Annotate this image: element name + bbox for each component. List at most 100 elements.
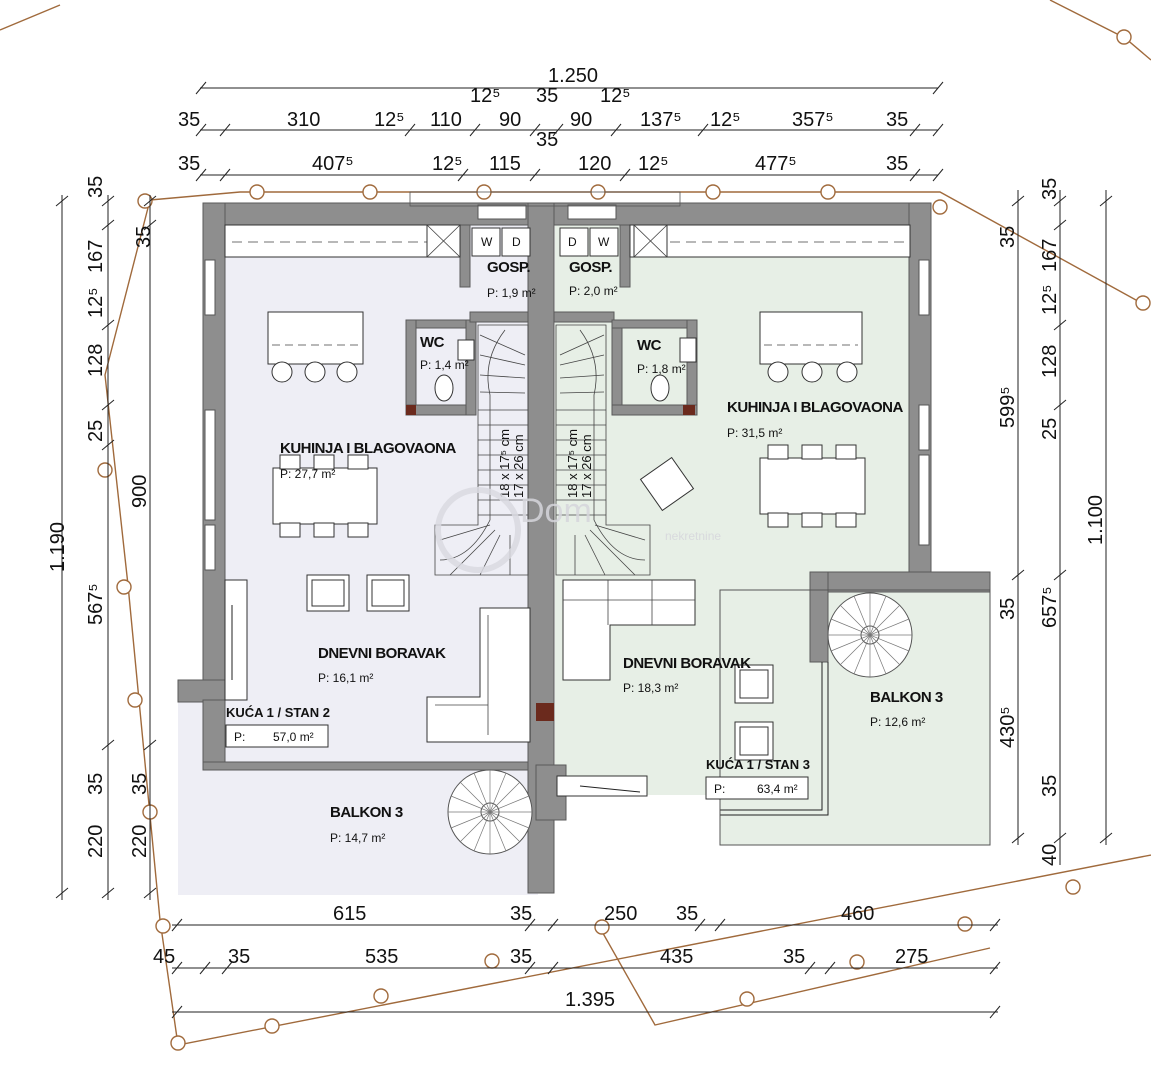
svg-text:25: 25 (1039, 418, 1061, 440)
svg-text:567⁵: 567⁵ (85, 583, 107, 625)
kitchen-right-name: KUHINJA I BLAGOVAONA (727, 399, 904, 416)
svg-text:1.100: 1.100 (1085, 495, 1107, 545)
svg-text:P:: P: (234, 730, 245, 744)
svg-text:120: 120 (578, 153, 611, 175)
living-right-area: P: 18,3 m² (623, 681, 678, 695)
svg-text:35: 35 (510, 946, 532, 968)
gosp-right-name: GOSP. (569, 259, 612, 276)
svg-text:657⁵: 657⁵ (1039, 586, 1061, 628)
svg-text:167: 167 (85, 240, 107, 273)
spiral-stair-right (827, 592, 913, 678)
svg-text:P:: P: (714, 782, 725, 796)
svg-text:128: 128 (85, 344, 107, 377)
svg-text:115: 115 (489, 153, 521, 175)
wc-left-area: P: 1,4 m² (420, 358, 469, 372)
dining-table-right (759, 444, 866, 528)
kitchen-left-area: P: 27,7 m² (280, 467, 335, 481)
wc-right-name: WC (637, 337, 662, 354)
svg-text:12⁵: 12⁵ (600, 85, 631, 107)
unit-box-right: KUĆA 1 / STAN 3 P: 63,4 m² (705, 757, 810, 800)
laundry-right: D W (559, 227, 619, 257)
svg-text:Dom: Dom (520, 492, 592, 530)
laundry-left: W D (471, 227, 531, 257)
sofa-left (426, 607, 531, 743)
svg-text:35: 35 (1039, 178, 1061, 200)
stairs-left: 18 x 17⁵ cm 17 x 26 cm (434, 324, 529, 576)
svg-text:900: 900 (129, 475, 151, 508)
svg-text:12⁵: 12⁵ (374, 109, 405, 131)
svg-text:18 x 17⁵ cm: 18 x 17⁵ cm (497, 429, 512, 498)
balcony-left-area: P: 14,7 m² (330, 831, 385, 845)
svg-text:W: W (598, 235, 610, 249)
svg-text:KUĆA 1 / STAN 3: KUĆA 1 / STAN 3 (706, 757, 810, 772)
svg-text:430⁵: 430⁵ (997, 706, 1019, 748)
tv-unit-left (224, 579, 248, 701)
svg-text:250: 250 (604, 903, 637, 925)
svg-text:35: 35 (997, 226, 1019, 248)
kitchen-island-right (759, 311, 863, 383)
svg-text:12⁵: 12⁵ (1039, 284, 1061, 315)
svg-text:35: 35 (129, 773, 151, 795)
svg-text:12⁵: 12⁵ (470, 85, 501, 107)
svg-text:167: 167 (1039, 239, 1061, 272)
svg-text:40: 40 (1039, 844, 1061, 866)
svg-text:599⁵: 599⁵ (997, 386, 1019, 428)
dim-lines-bottom: 615 35 250 35 460 45 35 535 35 435 35 27… (153, 903, 998, 1013)
gosp-left-area: P: 1,9 m² (487, 286, 536, 300)
svg-text:45: 45 (153, 946, 175, 968)
sofa-right (562, 579, 696, 681)
living-left-name: DNEVNI BORAVAK (318, 645, 446, 662)
svg-text:128: 128 (1039, 345, 1061, 378)
svg-text:35: 35 (1039, 775, 1061, 797)
svg-text:90: 90 (570, 109, 592, 131)
svg-text:220: 220 (129, 825, 151, 858)
svg-text:57,0 m²: 57,0 m² (273, 730, 314, 744)
svg-text:275: 275 (895, 946, 928, 968)
svg-text:17 x 26 cm: 17 x 26 cm (511, 434, 526, 498)
svg-text:W: W (481, 235, 493, 249)
svg-text:1.190: 1.190 (47, 522, 69, 572)
wc-right-area: P: 1,8 m² (637, 362, 686, 376)
gosp-right-area: P: 2,0 m² (569, 284, 618, 298)
dining-table-left (272, 454, 378, 538)
svg-text:18 x 17⁵ cm: 18 x 17⁵ cm (565, 429, 580, 498)
svg-text:12⁵: 12⁵ (432, 153, 463, 175)
kitchen-counter-left (224, 224, 461, 258)
balcony-left-name: BALKON 3 (330, 804, 403, 821)
dim-lines-top: 1.250 35 310 12⁵ 110 12⁵ 90 35 35 90 12⁵… (178, 65, 938, 176)
svg-text:35: 35 (886, 153, 908, 175)
armchairs-left (306, 574, 410, 612)
svg-text:D: D (568, 235, 577, 249)
unit-box-left: KUĆA 1 / STAN 2 P: 57,0 m² (225, 705, 330, 748)
svg-text:220: 220 (85, 825, 107, 858)
svg-text:35: 35 (178, 153, 200, 175)
living-right-name: DNEVNI BORAVAK (623, 655, 751, 672)
svg-text:35: 35 (85, 773, 107, 795)
stairs-right: 18 x 17⁵ cm 17 x 26 cm (555, 324, 651, 576)
svg-text:407⁵: 407⁵ (312, 153, 354, 175)
svg-text:35: 35 (676, 903, 698, 925)
svg-text:D: D (512, 235, 521, 249)
svg-text:12⁵: 12⁵ (710, 109, 741, 131)
svg-text:460: 460 (841, 903, 874, 925)
svg-text:35: 35 (133, 226, 155, 248)
wc-fixtures (434, 337, 697, 402)
dim-lines-left: 35 35 167 12⁵ 128 25 567⁵ 35 220 35 220 … (47, 176, 155, 900)
svg-text:477⁵: 477⁵ (755, 153, 797, 175)
svg-text:1.395: 1.395 (565, 989, 615, 1011)
svg-text:357⁵: 357⁵ (792, 109, 834, 131)
watermark: Dom nekretnine (435, 487, 721, 573)
svg-text:110: 110 (430, 109, 462, 131)
balcony-railing-right (719, 589, 991, 846)
svg-text:35: 35 (783, 946, 805, 968)
svg-text:35: 35 (178, 109, 200, 131)
balcony-right-area: P: 12,6 m² (870, 715, 925, 729)
spiral-stair-left (447, 769, 533, 855)
svg-text:35: 35 (886, 109, 908, 131)
svg-text:63,4 m²: 63,4 m² (757, 782, 798, 796)
kitchen-right-area: P: 31,5 m² (727, 426, 782, 440)
svg-text:35: 35 (85, 176, 107, 198)
armchairs-right (639, 456, 774, 761)
svg-text:nekretnine: nekretnine (665, 529, 721, 543)
